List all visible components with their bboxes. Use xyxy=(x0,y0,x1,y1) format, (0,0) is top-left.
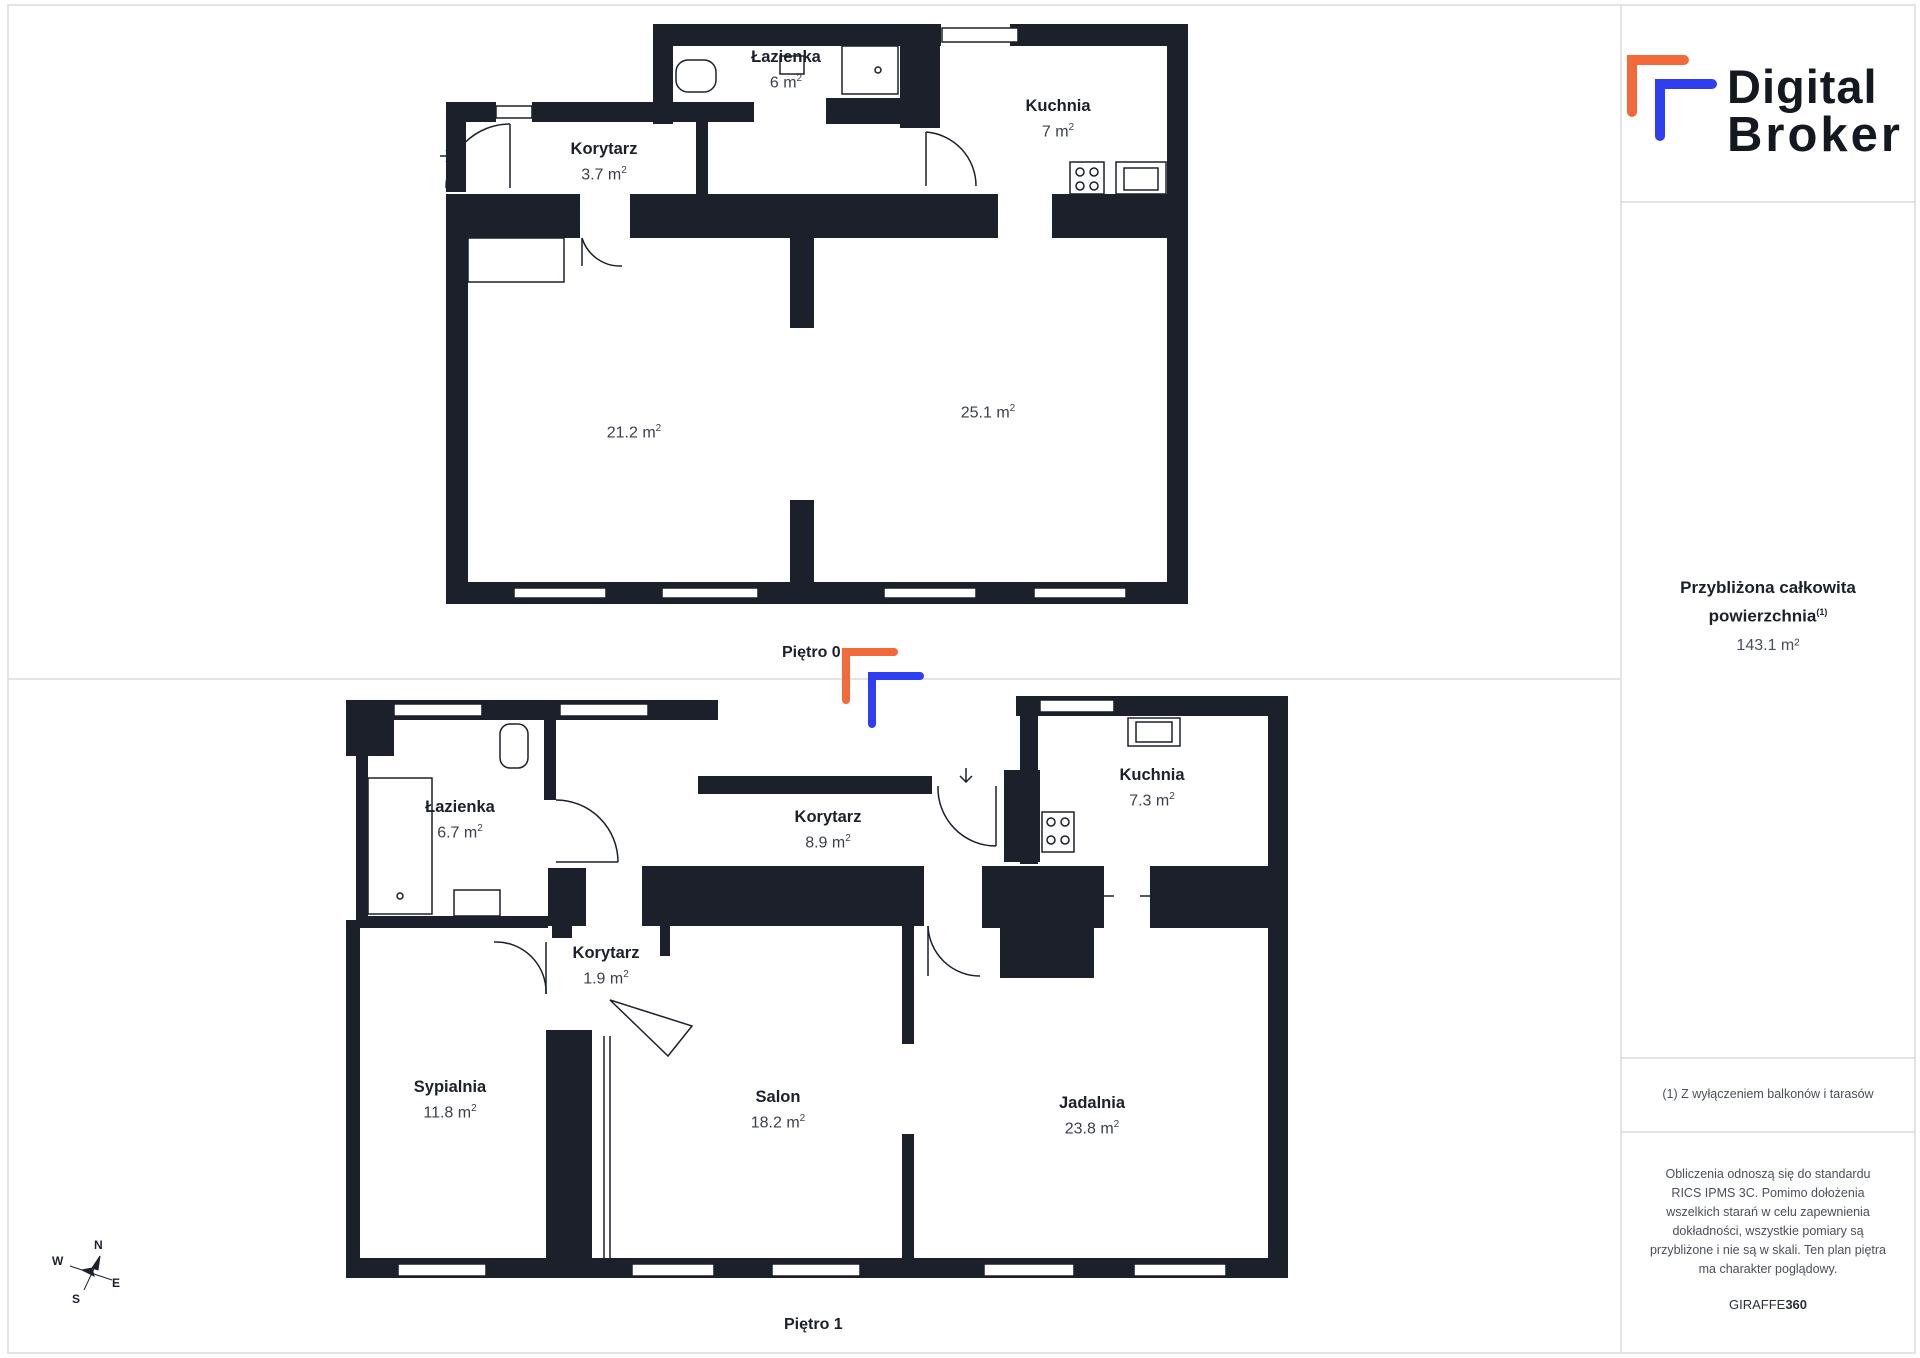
info-sidebar: Digital Broker Przybliżona całkowita pow… xyxy=(1621,5,1915,1353)
floor-0-label: Piętro 0 xyxy=(782,644,841,661)
room-name: Korytarz xyxy=(794,808,862,826)
disclaimer-text: Obliczenia odnoszą się do standardu RICS… xyxy=(1649,1167,1886,1276)
floor-0-walls xyxy=(446,24,1188,604)
room-corridor-floor1: Korytarz 8.9 m2 xyxy=(795,806,862,854)
room-area: 3.7 m2 xyxy=(581,165,627,184)
room-living-floor1: Salon 18.2 m2 xyxy=(751,1086,805,1134)
room-right-floor0: 25.1 m2 xyxy=(961,398,1015,424)
room-name: Korytarz xyxy=(572,944,640,962)
total-area-value: 143.1 m² xyxy=(1736,636,1800,654)
compass: N W E S xyxy=(48,1236,128,1308)
room-name: Sypialnia xyxy=(413,1078,487,1096)
room-corridor-floor0: Korytarz 3.7 m2 xyxy=(571,138,638,186)
compass-rose xyxy=(69,1255,113,1291)
floor-1-fixtures xyxy=(367,699,1227,1277)
room-area: 7.3 m2 xyxy=(1129,791,1175,810)
room-name: Łazienka xyxy=(751,48,821,66)
room-kitchen-floor1: Kuchnia 7.3 m2 xyxy=(1119,764,1184,812)
compass-west: W xyxy=(52,1254,64,1268)
compass-east: E xyxy=(112,1276,121,1290)
logo-line-1: Digital xyxy=(1727,60,1878,113)
room-name: Łazienka xyxy=(425,798,495,816)
room-name: Kuchnia xyxy=(1119,766,1185,784)
room-area: 23.8 m2 xyxy=(1064,1119,1120,1138)
room-area: 25.1 m2 xyxy=(960,403,1016,422)
logo-text: Digital Broker xyxy=(1727,60,1903,162)
watermark-logo xyxy=(842,648,924,728)
room-corridor-small-floor1: Korytarz 1.9 m2 xyxy=(573,942,640,990)
room-kitchen-floor0: Kuchnia 7 m2 xyxy=(1025,95,1090,143)
page-frame xyxy=(7,4,1916,1354)
room-bedroom-floor1: Sypialnia 11.8 m2 xyxy=(414,1076,486,1124)
compass-south: S xyxy=(72,1292,81,1306)
room-name: Kuchnia xyxy=(1025,97,1091,115)
room-area: 21.2 m2 xyxy=(606,423,662,442)
total-area-title: Przybliżona całkowita powierzchnia(1) xyxy=(1680,578,1856,626)
room-area: 11.8 m2 xyxy=(423,1103,477,1122)
room-area: 18.2 m2 xyxy=(750,1113,806,1132)
room-dining-floor1: Jadalnia 23.8 m2 xyxy=(1059,1092,1125,1140)
compass-north: N xyxy=(94,1238,103,1252)
room-area: 7 m2 xyxy=(1041,122,1075,141)
room-area: 6.7 m2 xyxy=(437,823,483,842)
logo-mark xyxy=(1627,55,1717,141)
room-name: Jadalnia xyxy=(1058,1094,1126,1112)
room-bathroom-floor0: Łazienka 6 m2 xyxy=(751,46,821,94)
room-bathroom-floor1: Łazienka 6.7 m2 xyxy=(425,796,495,844)
floor-1-label: Piętro 1 xyxy=(784,1316,843,1333)
room-left-floor0: 21.2 m2 xyxy=(607,418,661,444)
logo-line-2: Broker xyxy=(1727,108,1903,162)
footnote-text: (1) Z wyłączeniem balkonów i tarasów xyxy=(1662,1087,1874,1101)
giraffe-credit: GIRAFFE360 xyxy=(1728,1297,1808,1312)
room-name: Korytarz xyxy=(570,140,638,158)
room-area: 6 m2 xyxy=(769,73,803,92)
total-area-block: Przybliżona całkowita powierzchnia(1) 14… xyxy=(1621,575,1915,655)
room-area: 8.9 m2 xyxy=(805,833,851,852)
room-name: Salon xyxy=(755,1088,801,1106)
brand-logo: Digital Broker xyxy=(1621,5,1915,202)
room-area: 1.9 m2 xyxy=(583,969,629,988)
floor-0-fixtures xyxy=(440,27,1167,599)
